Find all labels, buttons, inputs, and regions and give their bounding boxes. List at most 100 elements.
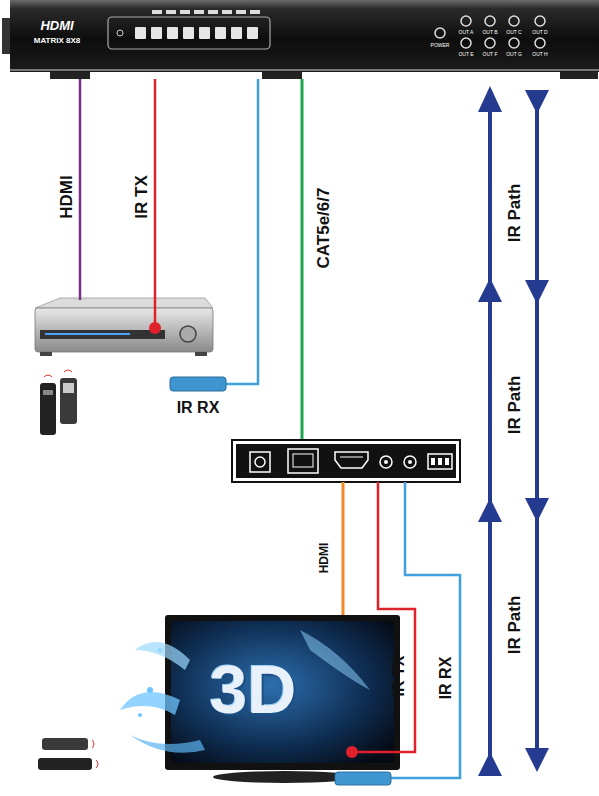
front-panel xyxy=(250,10,260,14)
ir-path-arrows xyxy=(525,748,549,772)
hdbaset-receiver xyxy=(236,444,456,478)
dvd-player xyxy=(180,326,196,342)
button-label: OUT F xyxy=(483,51,498,56)
ir-receiver-eye xyxy=(170,377,226,391)
hdbaset-receiver xyxy=(384,460,388,464)
hdbaset-receiver xyxy=(293,454,313,467)
cables-upper xyxy=(301,79,304,440)
remote-controls xyxy=(40,383,56,435)
panel-buttons xyxy=(485,16,495,26)
remote-controls xyxy=(40,370,77,435)
matrix-housing xyxy=(10,69,599,71)
ir-emitter xyxy=(149,322,161,334)
hdbaset-receiver xyxy=(445,458,449,465)
ir-path-arrows xyxy=(478,86,502,112)
ir-path-arrows xyxy=(478,86,549,776)
cable-label: HDMI xyxy=(318,543,330,574)
front-panel xyxy=(236,10,246,14)
front-panel xyxy=(208,10,218,14)
cables-upper xyxy=(79,79,82,300)
dvd-player xyxy=(45,333,130,335)
tv-screen: 3D xyxy=(165,615,400,770)
front-panel xyxy=(117,30,123,36)
hdbaset-receiver xyxy=(428,454,452,469)
button-label: OUT G xyxy=(506,51,522,56)
dvd-player xyxy=(195,352,207,356)
ir-path-arrows xyxy=(478,278,502,302)
panel-buttons xyxy=(509,38,519,48)
matrix-housing xyxy=(2,0,599,79)
button-label: OUT D xyxy=(532,29,547,34)
hdbaset-receiver xyxy=(438,458,442,465)
cables-lower xyxy=(391,482,460,778)
panel-buttons xyxy=(485,38,495,48)
panel-buttons xyxy=(435,16,545,48)
remote-controls xyxy=(38,758,92,770)
model-name: MATRIX 8X8 xyxy=(34,37,81,45)
ir-path-label: IR Path xyxy=(506,596,523,655)
panel-buttons xyxy=(535,38,545,48)
front-panel xyxy=(167,27,178,39)
remote-controls xyxy=(38,738,98,770)
hdbaset-receiver xyxy=(404,456,416,468)
ir-path-arrows xyxy=(488,100,492,770)
television xyxy=(120,692,180,715)
cable-label: CAT5e/6/7 xyxy=(315,188,332,269)
panel-buttons xyxy=(535,16,545,26)
remote-controls xyxy=(60,378,77,424)
ir-emitter xyxy=(346,746,358,758)
matrix-switcher: HDMIMATRIX 8X8POWEROUT AOUT BOUT COUT DO… xyxy=(10,0,599,72)
matrix-housing xyxy=(50,72,90,79)
hdbaset-receiver xyxy=(232,440,460,482)
cable-label: HDMI xyxy=(58,175,75,218)
brand-logo: HDMI xyxy=(40,19,73,32)
button-label: OUT A xyxy=(459,29,474,34)
television xyxy=(171,621,394,763)
remote-controls xyxy=(42,738,88,750)
front-panel xyxy=(151,27,162,39)
hdbaset-receiver xyxy=(408,460,412,464)
cables-lower xyxy=(343,482,460,778)
panel-buttons xyxy=(509,16,519,26)
cable-label: IR TX xyxy=(133,175,150,218)
television xyxy=(135,642,190,670)
television xyxy=(147,687,153,693)
cable-label: IR RX xyxy=(177,400,220,416)
hdbaset-receiver xyxy=(288,449,318,473)
front-panel xyxy=(183,27,194,39)
cables-upper xyxy=(154,79,157,328)
matrix-housing xyxy=(262,72,302,79)
button-label: OUT H xyxy=(532,51,547,56)
dvd-player xyxy=(40,352,52,356)
remote-controls xyxy=(64,370,72,372)
front-panel xyxy=(231,27,242,39)
remote-controls xyxy=(63,383,74,393)
front-panel xyxy=(108,17,270,49)
front-panel xyxy=(180,10,190,14)
cable-label: IR RX xyxy=(438,657,454,700)
ir-path-arrows xyxy=(525,498,549,522)
remote-controls xyxy=(43,390,53,395)
front-panel xyxy=(194,10,204,14)
remote-controls xyxy=(92,740,94,748)
remote-controls xyxy=(44,375,52,377)
ir-path-label: IR Path xyxy=(506,376,523,435)
hdbaset-receiver xyxy=(232,440,460,482)
dvd-player xyxy=(40,330,165,339)
television xyxy=(300,630,370,690)
front-panel xyxy=(215,27,226,39)
hdbaset-receiver xyxy=(335,452,368,468)
front-panel xyxy=(135,27,146,39)
television xyxy=(130,735,205,753)
front-panel xyxy=(108,10,270,49)
remote-controls xyxy=(96,760,98,768)
ir-path-arrows xyxy=(525,90,549,114)
hdbaset-receiver xyxy=(380,456,392,468)
hdbaset-receiver xyxy=(431,458,435,465)
front-panel xyxy=(222,10,232,14)
dvd-player xyxy=(35,308,213,352)
panel-buttons xyxy=(435,28,445,38)
hdbaset-receiver xyxy=(250,452,270,472)
hdbaset-receiver xyxy=(255,457,265,467)
